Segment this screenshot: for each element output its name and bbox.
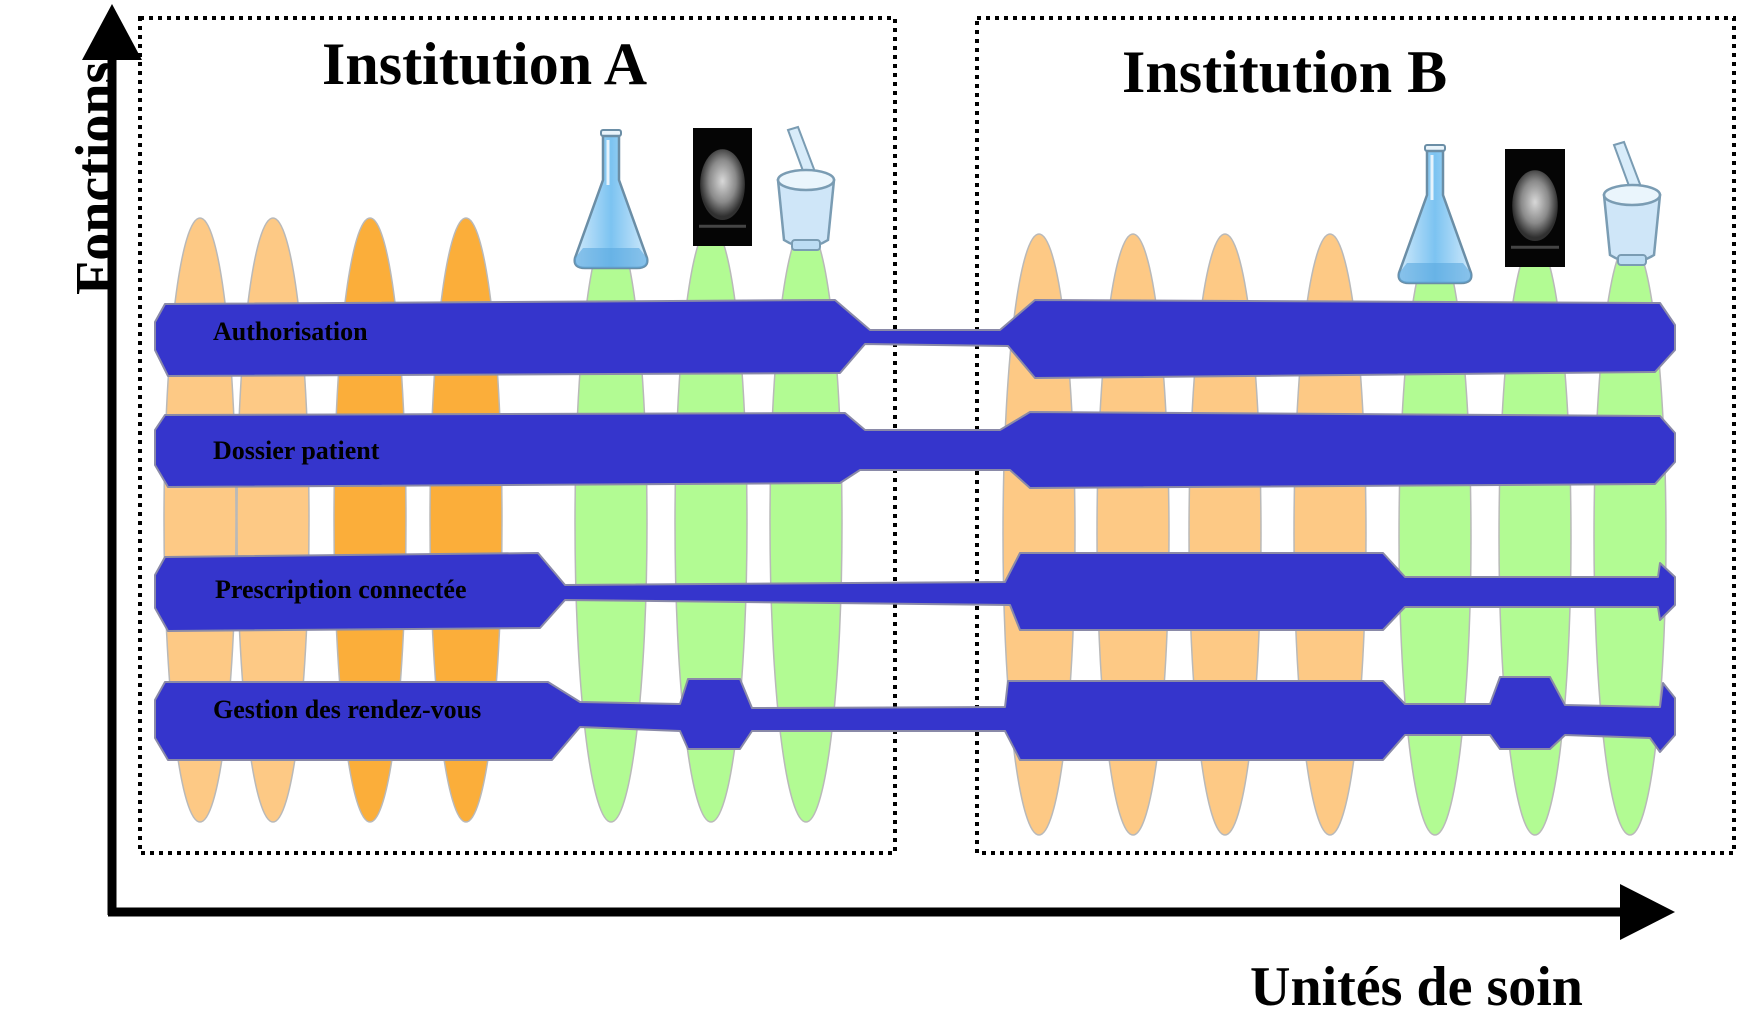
institution-a-title: Institution A [322, 31, 648, 97]
function-label-prescription: Prescription connectée [215, 575, 467, 604]
function-band-3 [154, 552, 1676, 632]
function-band-1 [154, 299, 1676, 379]
unit-icons [573, 125, 1662, 285]
flask-icon [1397, 144, 1473, 285]
institution-b-title: Institution B [1122, 39, 1448, 105]
function-bands [154, 299, 1676, 761]
y-axis-label: Fonctions [6, 20, 127, 300]
function-band-2 [154, 411, 1676, 489]
function-label-dossier-patient: Dossier patient [213, 436, 380, 465]
scanner-image-icon [1505, 149, 1565, 267]
x-axis-label: Unités de soin [1250, 956, 1583, 1018]
flask-icon [573, 129, 649, 270]
function-label-rendez-vous: Gestion des rendez-vous [213, 695, 482, 724]
scanner-image-icon [693, 128, 752, 246]
mortar-pestle-icon [776, 125, 836, 251]
function-band-4 [154, 676, 1676, 761]
y-axis-label-text: Fonctions [65, 61, 127, 295]
function-label-authorisation: Authorisation [213, 317, 368, 346]
x-axis-arrow-icon [1620, 884, 1675, 940]
x-axis [108, 884, 1675, 940]
mortar-pestle-icon [1602, 140, 1662, 266]
y-axis-arrow-icon [82, 4, 142, 60]
y-axis [82, 4, 142, 915]
